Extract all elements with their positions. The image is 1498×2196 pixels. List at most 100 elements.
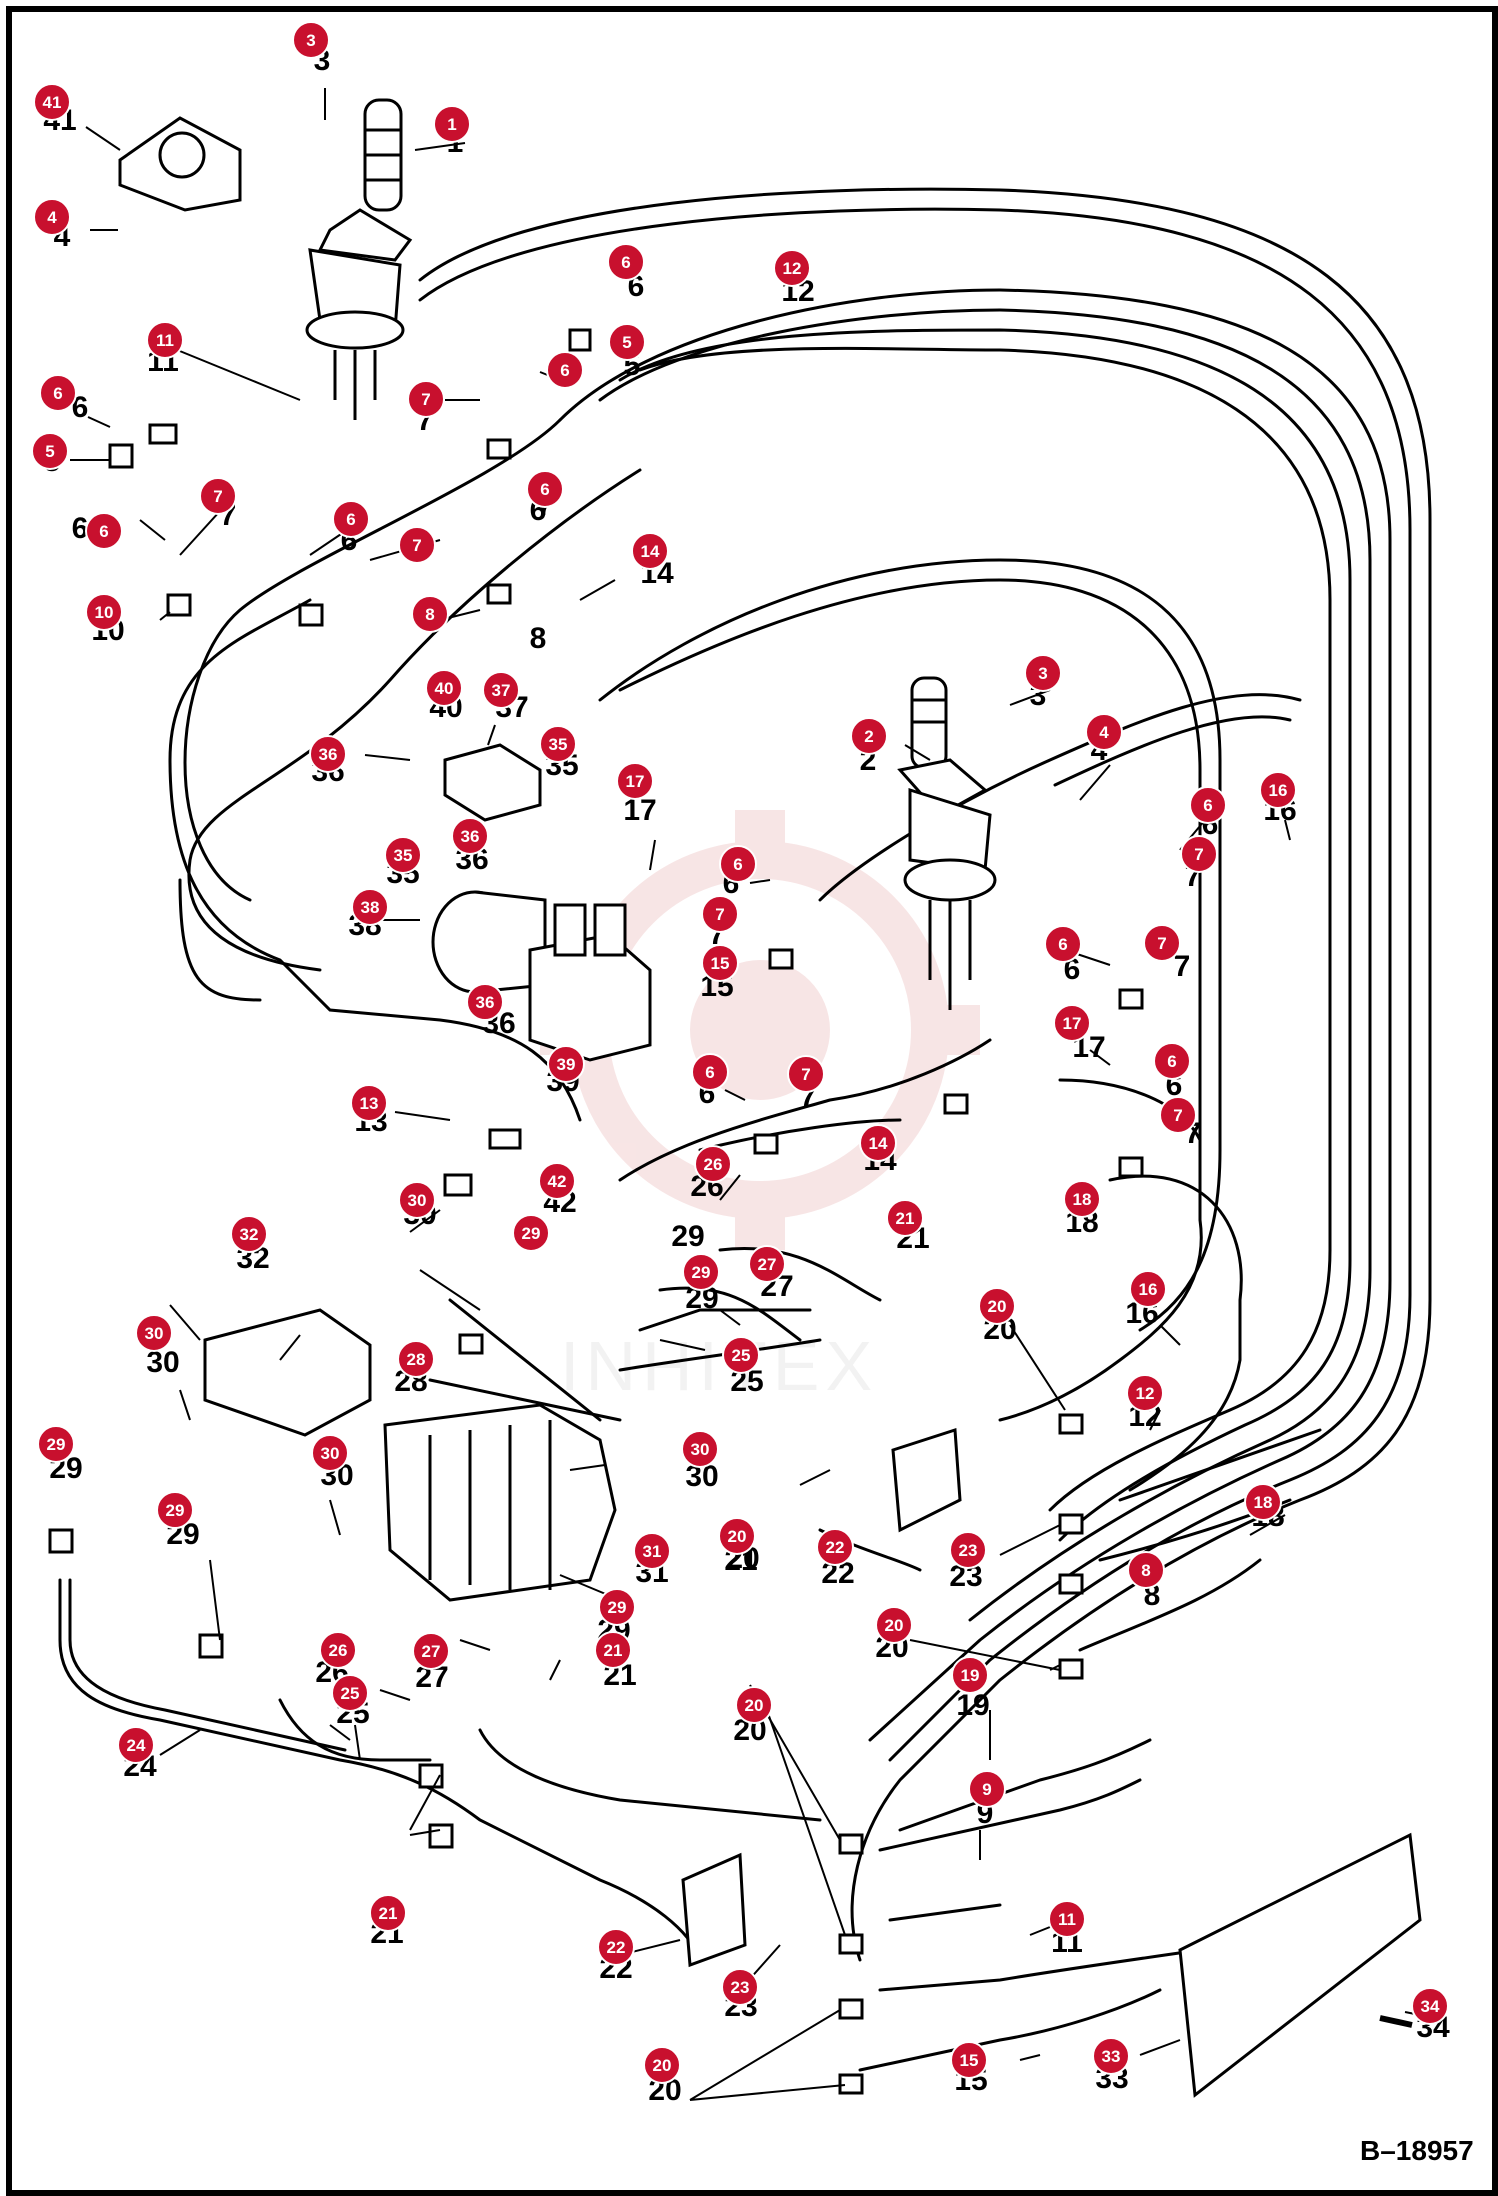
callout-marker-7[interactable]: 7: [199, 477, 237, 515]
callout-marker-20[interactable]: 20: [978, 1287, 1016, 1325]
callout-marker-20[interactable]: 20: [643, 2046, 681, 2084]
callout-marker-6[interactable]: 6: [1153, 1042, 1191, 1080]
callout-marker-36[interactable]: 36: [451, 817, 489, 855]
callout-marker-27[interactable]: 27: [412, 1632, 450, 1670]
callout-marker-29[interactable]: 29: [512, 1214, 550, 1252]
callout-marker-21[interactable]: 21: [886, 1199, 924, 1237]
callout-marker-39[interactable]: 39: [547, 1045, 585, 1083]
callout-marker-7[interactable]: 7: [787, 1055, 825, 1093]
callout-marker-6[interactable]: 6: [1044, 925, 1082, 963]
callout-marker-27[interactable]: 27: [748, 1245, 786, 1283]
callout-marker-37[interactable]: 37: [482, 671, 520, 709]
callout-marker-7[interactable]: 7: [398, 526, 436, 564]
callout-marker-6[interactable]: 6: [546, 351, 584, 389]
callout-marker-8[interactable]: 8: [411, 595, 449, 633]
callout-marker-4[interactable]: 4: [1085, 713, 1123, 751]
callout-marker-13[interactable]: 13: [350, 1084, 388, 1122]
callout-circle: [643, 2046, 681, 2084]
callout-marker-26[interactable]: 26: [319, 1631, 357, 1669]
callout-marker-5[interactable]: 5: [31, 432, 69, 470]
accumulator-valve: [431, 890, 652, 1062]
callout-marker-35[interactable]: 35: [384, 836, 422, 874]
callout-marker-30[interactable]: 30: [681, 1430, 719, 1468]
callout-marker-15[interactable]: 15: [950, 2041, 988, 2079]
callout-marker-7[interactable]: 7: [1180, 835, 1218, 873]
callout-marker-30[interactable]: 30: [311, 1434, 349, 1472]
callout-marker-1[interactable]: 1: [433, 105, 471, 143]
callout-marker-6[interactable]: 6: [526, 470, 564, 508]
callout-marker-9[interactable]: 9: [968, 1770, 1006, 1808]
callout-marker-14[interactable]: 14: [631, 532, 669, 570]
callout-marker-6[interactable]: 6: [39, 374, 77, 412]
callout-marker-6[interactable]: 6: [607, 243, 645, 281]
callout-marker-4[interactable]: 4: [33, 198, 71, 236]
callout-marker-8[interactable]: 8: [1127, 1551, 1165, 1589]
callout-marker-34[interactable]: 34: [1411, 1987, 1449, 2025]
callout-marker-24[interactable]: 24: [117, 1726, 155, 1764]
callout-marker-25[interactable]: 25: [722, 1336, 760, 1374]
callout-marker-6[interactable]: 6: [1189, 786, 1227, 824]
callout-marker-3[interactable]: 3: [1024, 654, 1062, 692]
callout-marker-22[interactable]: 22: [597, 1928, 635, 1966]
callout-marker-40[interactable]: 40: [425, 669, 463, 707]
callout-marker-42[interactable]: 42: [538, 1162, 576, 1200]
callout-label: 20: [728, 1527, 747, 1546]
callout-marker-11[interactable]: 11: [146, 321, 184, 359]
callout-circle: [1044, 925, 1082, 963]
callout-marker-6[interactable]: 6: [85, 512, 123, 550]
callout-marker-26[interactable]: 26: [694, 1145, 732, 1183]
callout-marker-35[interactable]: 35: [539, 725, 577, 763]
callout-marker-12[interactable]: 12: [1126, 1374, 1164, 1412]
callout-marker-6[interactable]: 6: [719, 845, 757, 883]
callout-marker-33[interactable]: 33: [1092, 2037, 1130, 2075]
callout-marker-7[interactable]: 7: [1159, 1096, 1197, 1134]
callout-marker-36[interactable]: 36: [466, 983, 504, 1021]
callout-marker-23[interactable]: 23: [949, 1531, 987, 1569]
callout-marker-23[interactable]: 23: [721, 1968, 759, 2006]
callout-marker-3[interactable]: 3: [292, 21, 330, 59]
callout-marker-29[interactable]: 29: [37, 1425, 75, 1463]
callout-marker-14[interactable]: 14: [859, 1124, 897, 1162]
callout-marker-20[interactable]: 20: [875, 1606, 913, 1644]
callout-marker-21[interactable]: 21: [369, 1894, 407, 1932]
watermark-text: INHITEX: [560, 1327, 878, 1405]
callout-marker-16[interactable]: 16: [1129, 1270, 1167, 1308]
diagram-border: [6, 6, 1498, 2196]
callout-marker-32[interactable]: 32: [230, 1215, 268, 1253]
callout-marker-19[interactable]: 19: [951, 1656, 989, 1694]
callout-marker-12[interactable]: 12: [773, 249, 811, 287]
callout-marker-20[interactable]: 20: [735, 1686, 773, 1724]
callout-marker-6[interactable]: 6: [691, 1053, 729, 1091]
callout-marker-16[interactable]: 16: [1259, 771, 1297, 809]
callout-marker-41[interactable]: 41: [33, 83, 71, 121]
callout-marker-36[interactable]: 36: [309, 735, 347, 773]
callout-circle: [1259, 771, 1297, 809]
callout-marker-38[interactable]: 38: [351, 888, 389, 926]
callout-marker-29[interactable]: 29: [682, 1253, 720, 1291]
callout-marker-31[interactable]: 31: [633, 1532, 671, 1570]
callout-marker-7[interactable]: 7: [701, 895, 739, 933]
callout-marker-21[interactable]: 21: [594, 1631, 632, 1669]
callout-marker-30[interactable]: 30: [135, 1314, 173, 1352]
callout-marker-6[interactable]: 6: [332, 500, 370, 538]
callout-marker-25[interactable]: 25: [331, 1674, 369, 1712]
callout-marker-17[interactable]: 17: [616, 762, 654, 800]
reference-number-7: 7: [1174, 950, 1191, 983]
callout-marker-5[interactable]: 5: [608, 323, 646, 361]
callout-marker-20[interactable]: 20: [718, 1517, 756, 1555]
callout-marker-30[interactable]: 30: [398, 1181, 436, 1219]
callout-marker-7[interactable]: 7: [407, 380, 445, 418]
callout-marker-29[interactable]: 29: [598, 1588, 636, 1626]
callout-marker-2[interactable]: 2: [850, 717, 888, 755]
callout-marker-11[interactable]: 11: [1048, 1900, 1086, 1938]
callout-marker-22[interactable]: 22: [816, 1528, 854, 1566]
callout-marker-29[interactable]: 29: [156, 1491, 194, 1529]
callout-marker-18[interactable]: 18: [1244, 1483, 1282, 1521]
callout-marker-10[interactable]: 10: [85, 593, 123, 631]
callout-marker-18[interactable]: 18: [1063, 1180, 1101, 1218]
callout-marker-17[interactable]: 17: [1053, 1004, 1091, 1042]
callout-marker-15[interactable]: 15: [701, 944, 739, 982]
callout-label: 29: [166, 1501, 185, 1520]
callout-marker-7[interactable]: 7: [1143, 924, 1181, 962]
callout-marker-28[interactable]: 28: [397, 1340, 435, 1378]
